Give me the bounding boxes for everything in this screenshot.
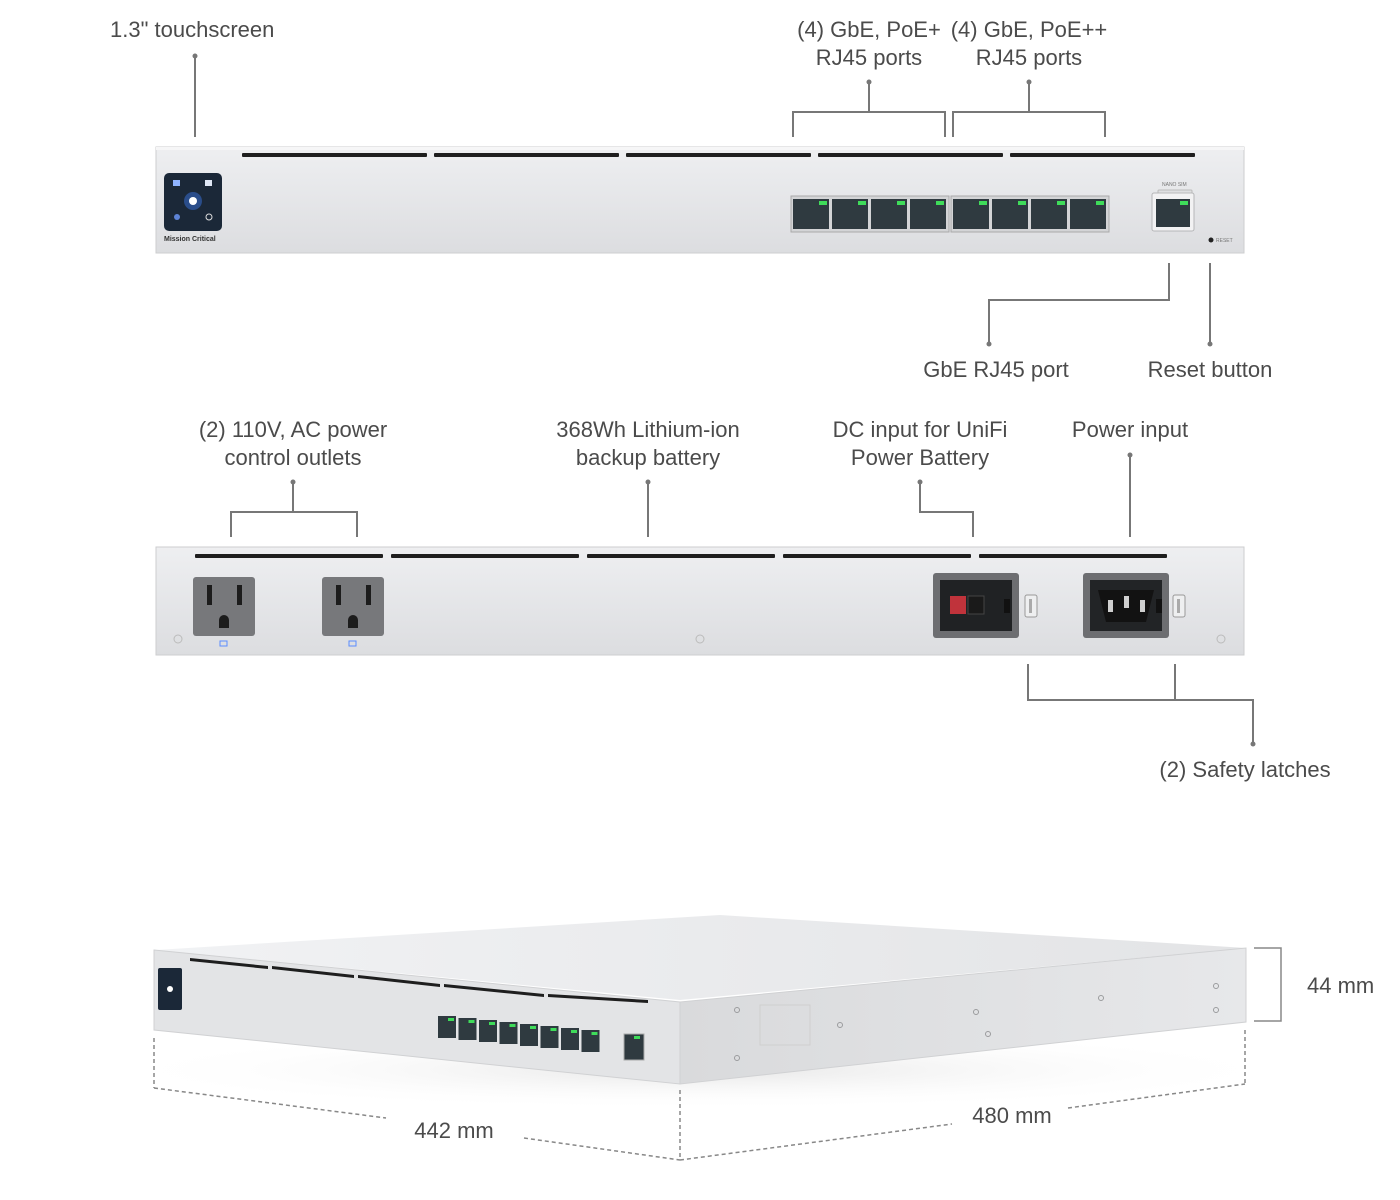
- battery-label-line2: backup battery: [575, 445, 721, 470]
- reset-hole[interactable]: [1208, 237, 1214, 243]
- port-led: [550, 1028, 557, 1031]
- dimension-lines: [153, 1030, 1246, 1161]
- rj45-port: [581, 1030, 600, 1052]
- rear-callout-lines: [230, 455, 1254, 744]
- port-led: [897, 201, 905, 205]
- perspective-vents: [190, 958, 648, 1003]
- screw: [695, 634, 705, 644]
- rj45-port: [540, 1026, 559, 1048]
- branding-text: Mission Critical: [164, 236, 216, 243]
- front-callout-dots: [192, 53, 1213, 347]
- port-led: [819, 201, 827, 205]
- front-vent-slots: [242, 153, 1195, 157]
- port-led: [489, 1022, 495, 1025]
- ac-outlet-2: [322, 577, 384, 647]
- rj45-port: [499, 1022, 518, 1044]
- outlets-label-line1: (2) 110V, AC power: [198, 417, 388, 442]
- poe-plus-label: (4) GbE, PoE+ RJ45 ports: [797, 16, 941, 72]
- touchscreen: [164, 173, 222, 231]
- reset-button-label: Reset button: [1147, 357, 1273, 382]
- rear-panel: [155, 546, 1245, 656]
- height-dimension-label: 44 mm: [1307, 973, 1375, 998]
- port-led: [858, 201, 866, 205]
- width-dimension-label: 442 mm: [414, 1118, 494, 1143]
- poe-plus-plus-label-line1: (4) GbE, PoE++: [950, 17, 1108, 42]
- rj45-port: [438, 1016, 456, 1038]
- height-bracket: [1254, 947, 1282, 1022]
- gbe-port-label: GbE RJ45 port: [923, 357, 1069, 382]
- rj45-port: [561, 1028, 579, 1050]
- port-led: [936, 201, 944, 205]
- screw: [173, 634, 183, 644]
- front-callout-lines: [194, 56, 1211, 344]
- dc-input-label-line2: Power Battery: [850, 445, 990, 470]
- port-led: [509, 1024, 516, 1027]
- rear-vent-slots: [195, 554, 1167, 558]
- port-led: [979, 201, 987, 205]
- poe-plus-plus-label: (4) GbE, PoE++ RJ45 ports: [951, 16, 1108, 72]
- port-led: [448, 1018, 454, 1021]
- dc-input-port: [933, 573, 1019, 638]
- safety-latch-2[interactable]: [1172, 594, 1186, 618]
- dc-input-label: DC input for UniFi Power Battery: [833, 416, 1008, 472]
- power-input-port: [1083, 573, 1169, 638]
- port-led: [1096, 201, 1104, 205]
- port-led: [571, 1030, 577, 1033]
- screw: [1216, 634, 1226, 644]
- poe-plus-label-line1: (4) GbE, PoE+: [797, 17, 941, 42]
- gbe-port: [1151, 189, 1195, 232]
- port-led: [591, 1032, 598, 1035]
- safety-latch-1[interactable]: [1024, 594, 1038, 618]
- poe-plus-label-line2: RJ45 ports: [815, 45, 923, 70]
- perspective-view: [100, 915, 1300, 1110]
- outlets-label-line2: control outlets: [224, 445, 362, 470]
- battery-label: 368Wh Lithium-ion backup battery: [556, 416, 739, 472]
- sim-label: NANO SIM: [1162, 182, 1187, 188]
- rear-callout-dots: [290, 452, 1256, 747]
- rj45-port: [479, 1020, 497, 1042]
- reset-small-label: RESET: [1216, 238, 1233, 244]
- port-led: [468, 1020, 475, 1023]
- outlets-label: (2) 110V, AC power control outlets: [199, 416, 387, 472]
- dc-input-label-line1: DC input for UniFi: [832, 417, 1008, 442]
- safety-latches-label: (2) Safety latches: [1159, 757, 1331, 782]
- port-led: [530, 1026, 536, 1029]
- battery-label-line1: 368Wh Lithium-ion: [556, 417, 740, 442]
- poe-plus-plus-label-line2: RJ45 ports: [975, 45, 1083, 70]
- perspective-ports: [438, 1016, 600, 1052]
- rj45-port: [458, 1018, 477, 1040]
- power-input-label: Power input: [1071, 417, 1189, 442]
- port-led: [1057, 201, 1065, 205]
- ac-outlet-1: [193, 577, 255, 647]
- depth-dimension-label: 480 mm: [972, 1103, 1052, 1128]
- touchscreen-label: 1.3" touchscreen: [110, 17, 275, 42]
- front-rj45-ports: [790, 195, 1110, 233]
- front-panel: [155, 146, 1245, 254]
- rj45-port: [520, 1024, 538, 1046]
- port-led: [1018, 201, 1026, 205]
- regulatory-label: [759, 1004, 811, 1046]
